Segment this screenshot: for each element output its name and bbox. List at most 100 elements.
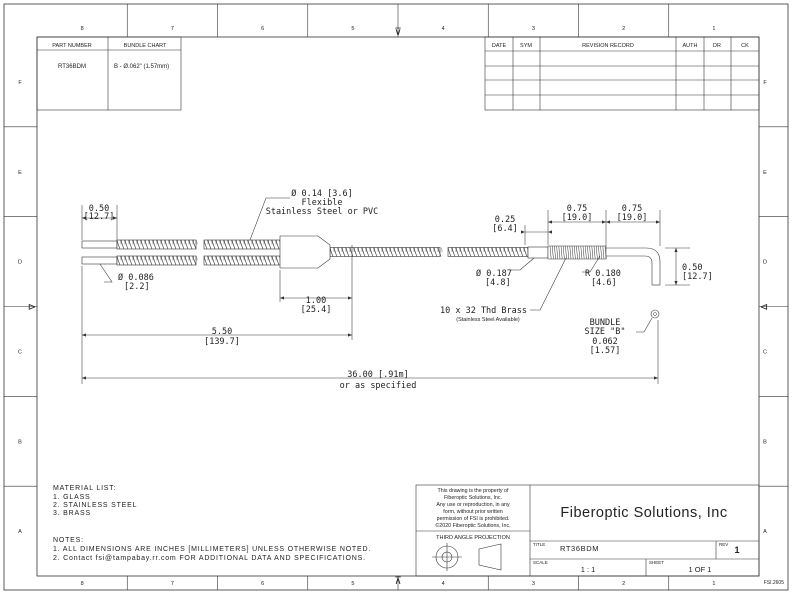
center-mark-top: ⊽ <box>394 27 401 38</box>
title-label: TITLE <box>533 542 545 547</box>
third-angle-projection-icon <box>432 543 502 571</box>
inner-border <box>36 36 760 577</box>
bundle-size-label: SIZE "B" <box>585 327 626 337</box>
revision-table <box>484 36 760 111</box>
rev-date-header: DATE <box>492 43 507 49</box>
notes-title: NOTES: <box>53 537 84 544</box>
ownership-line-5: permission of FSI is prohibited. <box>437 516 510 522</box>
thread-spec: 10 x 32 Thd Brass <box>440 306 527 316</box>
zone-row-left: A <box>18 529 22 535</box>
glass-tips <box>81 240 118 265</box>
arrowhead <box>280 296 284 300</box>
center-mark-left: ⊳ <box>28 302 36 313</box>
dim-total-length: 36.00 [.91m] <box>347 370 408 380</box>
bundle-label: BUNDLE <box>590 318 621 328</box>
zone-col-top: 8 <box>81 26 84 32</box>
note-2: 2. Contact fsi@tampabay.rr.com FOR ADDIT… <box>53 555 366 562</box>
dim-drop-mm: [12.7] <box>682 272 713 282</box>
zone-col-top: 3 <box>532 26 535 32</box>
rev-sym-header: SYM <box>520 43 532 49</box>
dim-ferrule-length: 1.00 <box>306 296 326 306</box>
drawing-code: FSI.2605 <box>764 580 785 586</box>
rev-dr-header: DR <box>713 43 721 49</box>
dimension-lines <box>81 197 690 384</box>
dim-bend-radius: R 0.180 <box>585 269 621 279</box>
bundle-size-core <box>653 312 657 316</box>
center-mark-right: ⊲ <box>760 302 768 313</box>
sheath-common-2 <box>447 247 529 257</box>
rev-record-header: REVISION RECORD <box>582 43 634 49</box>
sheath-leg-lower-2 <box>203 255 285 266</box>
zone-col-top: 2 <box>622 26 625 32</box>
threaded-fitting <box>547 245 607 260</box>
arrowhead <box>654 376 658 380</box>
zone-row-right: B <box>763 439 767 445</box>
scale-value: 1 : 1 <box>581 565 596 574</box>
part-table <box>36 36 182 111</box>
arrowhead <box>606 220 610 224</box>
zone-col-top: 6 <box>261 26 264 32</box>
arrowhead <box>82 376 86 380</box>
part-number-value: RT36BDM <box>58 64 86 70</box>
zone-row-right: D <box>763 260 767 266</box>
dim-bend-radius-mm: [4.6] <box>591 278 617 288</box>
flexible-sheath <box>116 239 529 266</box>
zone-col-top: 7 <box>171 26 174 32</box>
arrowhead <box>348 296 352 300</box>
note-1: 1. ALL DIMENSIONS ARE INCHES [MILLIMETER… <box>53 546 371 553</box>
end-ferrule <box>527 246 549 259</box>
dim-tip-diameter: Ø 0.086 <box>118 272 154 283</box>
rev-ck-header: CK <box>741 43 749 49</box>
sheath-leg-upper-2 <box>203 239 285 250</box>
arrowhead <box>548 220 552 224</box>
zone-col-bottom: 8 <box>81 581 84 587</box>
bundle-size-value: 0.062 <box>592 337 618 347</box>
zone-row-left: B <box>18 439 22 445</box>
sheath-leg-upper <box>116 239 198 250</box>
dim-sheath-diameter: Ø 0.14 [3.6] <box>291 188 352 199</box>
rev-auth-header: AUTH <box>683 43 698 49</box>
center-mark-bottom: ⊼ <box>394 576 401 587</box>
arrowhead <box>82 216 86 220</box>
zone-col-top: 4 <box>442 26 445 32</box>
ownership-line-3: Any use or reproduction, in any <box>436 502 510 508</box>
zone-col-bottom: 5 <box>351 581 354 587</box>
dim-fitting-length-mm: [19.0] <box>562 213 593 223</box>
zone-row-left: F <box>18 80 22 86</box>
zone-col-bottom: 3 <box>532 581 535 587</box>
dim-probe-length-mm: [19.0] <box>617 213 648 223</box>
dim-sheath-material: Stainless Steel or PVC <box>266 207 379 217</box>
arrowhead <box>656 220 660 224</box>
drawing-title: RT36BDM <box>560 544 599 553</box>
zone-col-top: 5 <box>351 26 354 32</box>
dim-total-note: or as specified <box>340 381 417 391</box>
zone-col-bottom: 2 <box>622 581 625 587</box>
arrowhead <box>602 220 606 224</box>
material-item-3: 3. BRASS <box>53 510 91 517</box>
probe-tube-inner <box>606 255 653 285</box>
dim-split-length-mm: [139.7] <box>204 337 240 347</box>
bundle-chart-header: BUNDLE CHART <box>124 43 167 49</box>
material-list-title: MATERIAL LIST: <box>53 485 116 492</box>
zone-col-bottom: 1 <box>712 581 715 587</box>
arrowhead <box>521 230 525 234</box>
dim-ferrule-length-mm: [25.4] <box>301 305 332 315</box>
dim-probe-length: 0.75 <box>622 204 642 214</box>
zone-row-right: F <box>763 80 767 86</box>
dimension-arrows <box>82 216 678 380</box>
rev-value: 1 <box>734 545 739 555</box>
probe-tube-outer <box>606 247 661 285</box>
dim-tip-length: 0.50 <box>89 204 109 214</box>
bundle-size-symbol <box>650 309 660 319</box>
dim-thread-length-mm: [6.4] <box>492 224 518 234</box>
zone-row-left: D <box>18 260 22 266</box>
dim-tip-diameter-mm: [2.2] <box>124 282 150 292</box>
dimension-text: 0.50 [12.7] Ø 0.086 [2.2] Ø 0.14 [3.6] F… <box>84 188 713 391</box>
dim-fitting-length: 0.75 <box>567 204 587 214</box>
outer-border <box>3 3 789 591</box>
thread-body <box>547 245 607 260</box>
bundle-size-value-mm: [1.57] <box>590 346 621 356</box>
ownership-line-6: ©2020 Fiberoptic Solutions, Inc. <box>435 522 510 529</box>
